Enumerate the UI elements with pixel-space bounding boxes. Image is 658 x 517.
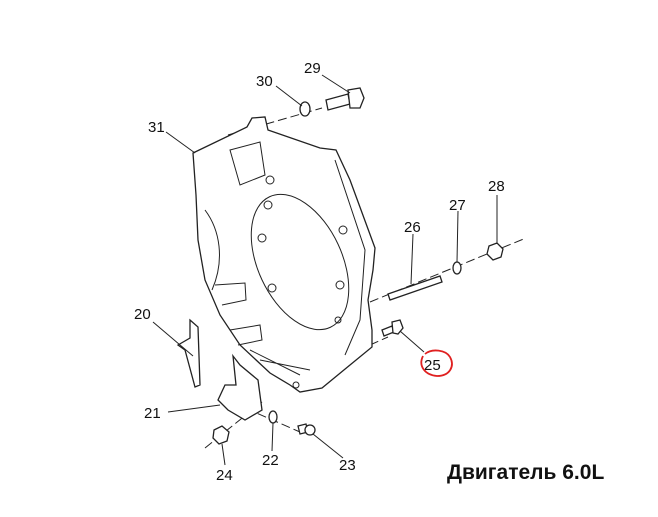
callout-31: 31 [148,119,165,136]
bolt-23 [297,423,316,436]
nut-24 [212,425,230,445]
stud-26 [387,275,443,301]
callout-28: 28 [488,178,505,195]
callout-24: 24 [216,467,233,484]
nut-28 [486,242,504,261]
bracket-20 [176,318,201,388]
washer-22 [268,410,278,424]
washer-30 [299,101,311,117]
callout-22: 22 [262,452,279,469]
callout-20: 20 [134,306,151,323]
highlight-circle [420,349,453,377]
washer-27 [452,261,462,275]
bolt-29 [325,87,365,111]
flywheel-housing [192,116,376,393]
callout-21: 21 [144,405,161,422]
bracket-21 [217,353,263,421]
diagram-caption: Двигатель 6.0L [447,461,605,484]
bolt-25 [381,319,404,337]
leader-lines [152,74,498,466]
callout-25: 25 [424,357,441,374]
callout-26: 26 [404,219,421,236]
callout-29: 29 [304,60,321,77]
callout-27: 27 [449,197,466,214]
callout-23: 23 [339,457,356,474]
callout-30: 30 [256,73,273,90]
